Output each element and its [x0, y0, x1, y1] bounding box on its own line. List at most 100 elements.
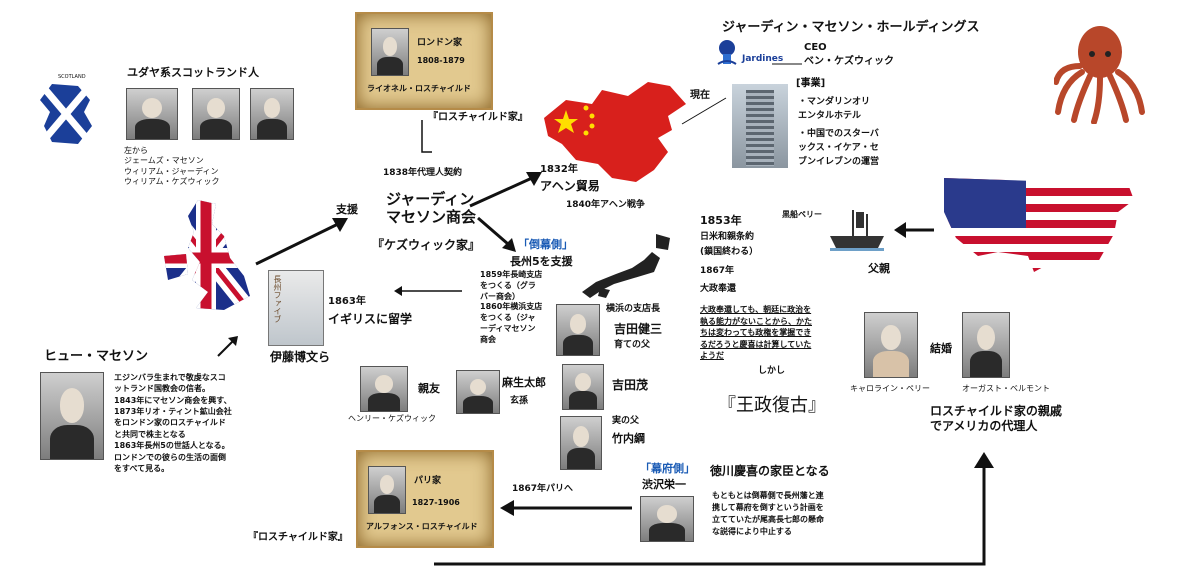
shibusawa-title: 徳川慶喜の家臣となる	[710, 464, 830, 478]
caption-line: ウィリアム・ケズウィック	[124, 177, 220, 187]
bakufu-note-line: ーディマセソン	[480, 323, 536, 333]
taisei-note: 大政奉還しても、朝廷に政治を 執る能力がないことから、かた ちは変わっても政権を…	[700, 304, 812, 362]
caption-line: ジェームズ・マセソン	[124, 156, 204, 166]
takeuchi-name: 竹内綱	[612, 432, 645, 445]
portrait-yoshida-kenzo	[556, 304, 600, 356]
marriage-label: 結婚	[930, 342, 952, 355]
hugh-bio-line: 1843年にマセソン商会を興す、	[114, 395, 232, 405]
opium-trade: アヘン貿易	[540, 179, 600, 193]
hugh-bio-line: エジンバラ生まれで敬虔なスコ	[114, 373, 226, 382]
portrait-takeuchi-tsuna	[560, 416, 602, 470]
china-map-flag	[540, 78, 690, 186]
shibusawa-name: 渋沢栄一	[642, 478, 686, 491]
shibusawa-desc-line: な説得により中止する	[712, 527, 792, 536]
ceo-name: ベン・ケズウィック	[804, 56, 894, 67]
portrait-hugh-matheson	[40, 372, 104, 460]
shibusawa-desc-line: 携して幕府を倒すという計画を	[712, 503, 824, 512]
octopus-image	[1053, 22, 1146, 125]
now-label: 現在	[690, 90, 710, 101]
restoration-label: 『王政復古』	[718, 395, 826, 416]
friend-label: 親友	[418, 382, 440, 395]
arrow-uk-to-jardine	[255, 218, 348, 266]
yoshida-shigeru-name: 吉田茂	[612, 378, 649, 392]
london-years: 1808-1879	[417, 56, 465, 65]
business-title: [事業]	[796, 78, 826, 89]
japan-map	[570, 232, 680, 302]
uk-map-flag	[158, 196, 254, 316]
real-father-label: 実の父	[612, 416, 640, 426]
taisei-note-line: 執る能力がないことから、かた	[700, 316, 812, 326]
scotland-title: ユダヤ系スコットランド人	[127, 66, 259, 79]
ito-name: 伊藤博文ら	[270, 350, 331, 364]
hugh-bio-line: と共同で株主となる	[114, 429, 186, 439]
portrait-james-matheson	[126, 88, 178, 140]
china-year: 1832年	[540, 164, 578, 175]
arrow-to-ito	[394, 286, 462, 296]
portrait-august-belmont	[962, 312, 1010, 378]
perry-label: 黒船ペリー	[782, 210, 822, 219]
london-family: ロンドン家	[417, 38, 463, 48]
business-line: ブンイレブンの運営	[798, 156, 880, 167]
arrow-bottom-to-usa	[434, 452, 994, 566]
paris-name: アルフォンス・ロスチャイルド	[366, 522, 478, 531]
hugh-bio-line: をすべて見る。	[114, 463, 170, 473]
taisei-label: 大政奉還	[700, 284, 737, 294]
hugh-bio-line: 1873年リオ・ティント鉱山会社	[114, 407, 232, 417]
scotland-caption: 左から ジェームズ・マセソン ウィリアム・ジャーディン ウィリアム・ケズウィック	[124, 146, 219, 188]
paris-years: 1827-1906	[412, 498, 460, 507]
usa-map-flag	[938, 172, 1136, 282]
bakufu-note-line: 1859年長崎支店	[480, 270, 543, 279]
father-label: 父親	[868, 262, 890, 275]
arrow-hugh-to-uk	[217, 336, 238, 357]
agent-line2: でアメリカの代理人	[930, 419, 1038, 433]
arrow-jardine-to-bakufu	[477, 216, 516, 252]
line-ceo	[772, 63, 802, 65]
opium-war: 1840年アヘン戦争	[566, 200, 645, 210]
support-label: 支援	[336, 203, 358, 216]
scotland-flag-caption: SCOTLAND	[58, 74, 86, 80]
aso-name: 麻生太郎	[502, 376, 546, 389]
business-line: エンタルホテル	[798, 110, 862, 121]
arrow-jardine-to-china	[469, 172, 542, 208]
holdings-title: ジャーディン・マセソン・ホールディングス	[722, 20, 980, 35]
however-label: しかし	[758, 366, 786, 376]
august-name: オーガスト・ベルモント	[962, 384, 1050, 393]
portrait-alphonse-rothschild	[368, 466, 406, 514]
sakoku-label: (鎖国終わる）	[700, 247, 759, 257]
bakufu-note-line: 1860年横浜支店	[480, 302, 543, 312]
bakufu-note-line: バー商会）	[480, 291, 520, 301]
line-china-to-now	[681, 97, 727, 125]
ceo-label: CEO	[804, 42, 827, 53]
agent-line1: ロスチャイルド家の親戚	[930, 404, 1062, 418]
taisei-note-line: 大政奉還しても、朝廷に政治を	[700, 305, 812, 314]
jardine-name-line1: ジャーディン	[386, 190, 475, 208]
yoshida-kenzo-name: 吉田健三	[614, 322, 663, 336]
portrait-yoshida-shigeru	[562, 364, 604, 410]
business-line: ・マンダリンオリ	[798, 97, 871, 107]
hugh-bio-line: 1863年長州5の世話人となる。	[114, 441, 230, 451]
caroline-name: キャロライン・ペリー	[850, 384, 930, 393]
arrow-shibusawa-to-paris	[500, 500, 632, 516]
year-1867: 1867年	[700, 266, 735, 276]
paris-rothschild-card: パリ家 1827-1906 アルフォンス・ロスチャイルド	[356, 450, 494, 548]
grandson-label: 玄孫	[510, 396, 529, 406]
bakufu-note-line: をつくる（グラ	[480, 280, 536, 290]
bakufu-note-line: 商会	[480, 334, 496, 344]
paris-arrow-label: 1867年パリへ	[512, 484, 574, 494]
agency-contract: 1838年代理人契約	[383, 168, 463, 178]
shibusawa-desc: もともとは倒幕側で長州藩と連 携して幕府を倒すという計画を 立てていたが尾高長七…	[712, 490, 824, 538]
caption-line: 左から	[124, 146, 148, 155]
scotland-map-flag	[38, 82, 94, 146]
bakufu-note-line: をつくる（ジャ	[480, 313, 536, 323]
caption-line: ウィリアム・ジャーディン	[124, 166, 219, 176]
shogunate-side: 「幕府側」	[640, 462, 695, 475]
london-rothschild-card: ロンドン家 1808-1879 ライオネル・ロスチャイルド	[355, 12, 493, 110]
business-line: ・中国でのスターバ	[798, 128, 879, 139]
keswick-family-label: 『ケズウィック家』	[372, 238, 481, 252]
taisei-note-line: ちは変わっても政権を掌握でき	[700, 328, 812, 338]
paris-rothschild-label: 『ロスチャイルド家』	[248, 532, 348, 543]
bakufu-notes: 1859年長崎支店 をつくる（グラ バー商会） 1860年横浜支店 をつくる（ジ…	[480, 270, 542, 346]
year-1853: 1853年	[700, 214, 742, 227]
business-list: ・マンダリンオリ エンタルホテル ・中国でのスターバ ックス・イケア・セ ブンイ…	[798, 96, 879, 170]
paris-family: パリ家	[414, 476, 442, 486]
